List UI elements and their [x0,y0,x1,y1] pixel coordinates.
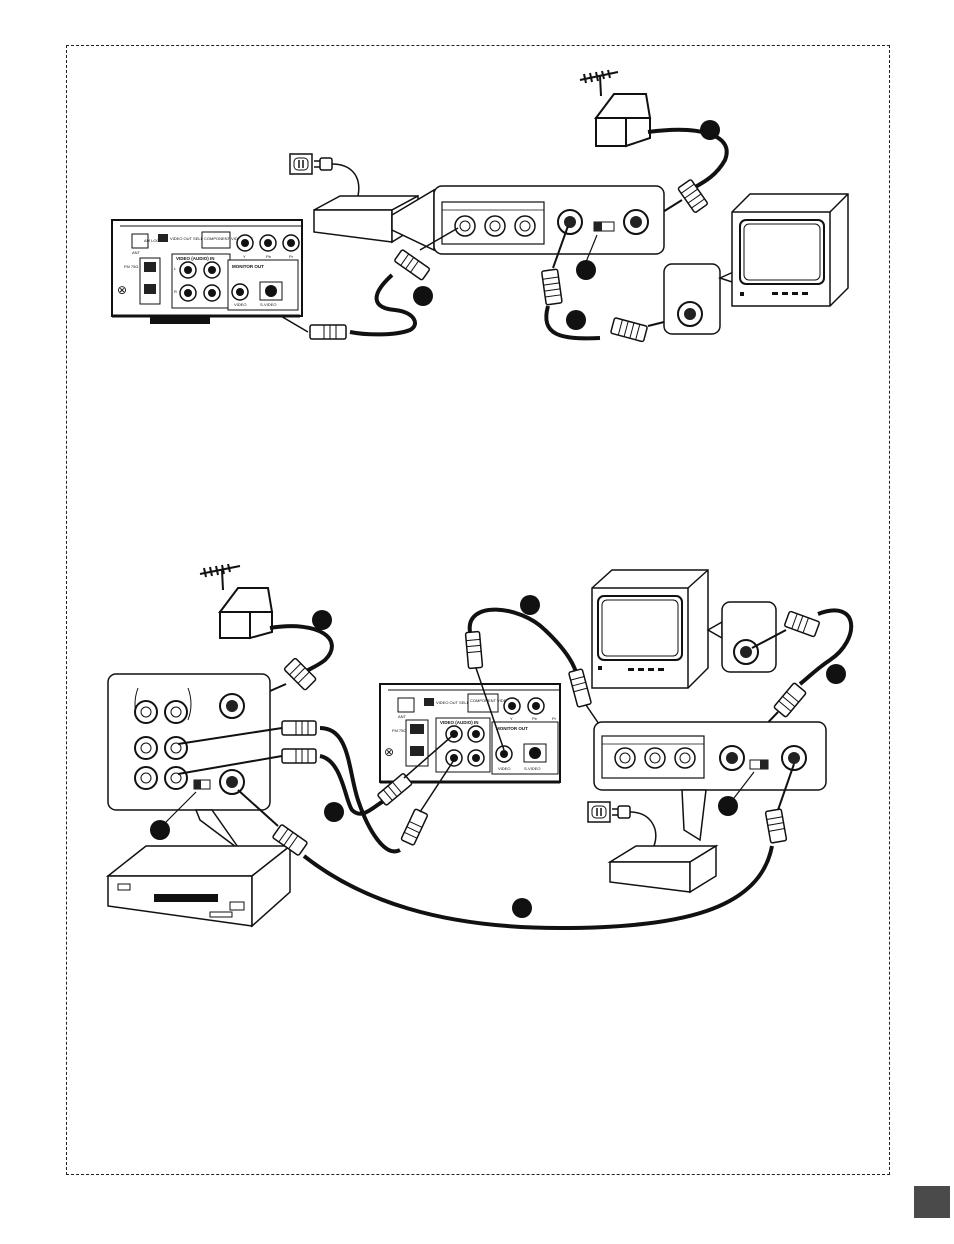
step-marker [150,820,170,840]
cable-box-rear-panel-callout [391,185,665,255]
antenna-icon [199,563,241,591]
page-dashed-border [66,45,890,1175]
tv-icon [591,569,709,689]
tv-antenna-input-callout [706,601,777,673]
step-marker [700,120,720,140]
video-out-select-label: VIDEO OUT SELECT [436,700,475,705]
video-audio-in-label: VIDEO (AUDIO) IN [176,256,215,261]
step-marker [576,260,596,280]
step-marker [312,610,332,630]
ant-label: ANT [398,714,407,719]
pb-label: Pb [266,254,272,259]
figure-top: AM LOOP ANT VIDEO OUT SELECT COMPONENT V… [111,69,849,343]
figure-bottom: ANT VIDEO OUT SELECT COMPONENT VIDEO OUT… [105,563,854,931]
tv-antenna-input-callout [663,263,739,335]
coax-plug-icon [773,682,807,718]
s-video-label: S-VIDEO [524,766,540,771]
antenna-icon [579,69,619,97]
pb-label: Pb [532,716,538,721]
coax-plug-icon [283,657,317,691]
coax-plug-icon [541,268,563,306]
fm-75-label: FM 75Ω [124,264,138,269]
video-audio-in-label: VIDEO (AUDIO) IN [440,720,479,725]
r-label: R [174,289,177,294]
video-label: VIDEO [498,766,510,771]
step-marker [566,310,586,330]
ant-label: ANT [132,250,141,255]
vcr-icon [105,844,293,928]
pr-label: Pr [289,254,294,259]
rca-plug-icon [400,808,429,846]
step-marker [413,286,433,306]
power-outlet-icon [289,153,313,175]
pr-label: Pr [552,716,557,721]
power-outlet-icon [587,801,611,823]
video-out-select-label: VIDEO OUT SELECT [170,236,209,241]
house-icon [218,587,274,640]
tv-icon [731,193,849,307]
power-plug-icon [612,805,631,819]
rca-plug-icon [309,324,347,340]
s-video-label: S-VIDEO [260,302,276,307]
cable-box-rear-panel-callout [593,721,827,842]
rca-plug-icon [464,630,484,670]
monitor-out-label: MONITOR OUT [232,264,264,269]
coax-plug-icon [677,179,708,213]
rca-plug-icon [281,748,317,764]
step-marker [826,664,846,684]
l-label: L [174,266,177,271]
y-label: Y [243,254,246,259]
rca-plug-icon [568,668,592,708]
rca-plug-icon [377,773,413,806]
receiver-rear-panel-top: AM LOOP ANT VIDEO OUT SELECT COMPONENT V… [111,219,303,324]
fm-75-label: FM 75Ω [392,728,406,733]
coax-plug-icon [784,610,820,638]
page-edge-tab [914,1186,950,1218]
rca-plug-icon [281,720,317,736]
svg-text:⊗: ⊗ [384,745,394,759]
am-loop-label: AM LOOP [144,238,163,243]
step-marker [324,802,344,822]
coax-plug-icon [610,317,648,343]
video-label: VIDEO [234,302,246,307]
step-marker [512,898,532,918]
monitor-out-label: MONITOR OUT [496,726,528,731]
power-plug-icon [314,157,333,171]
step-marker [520,595,540,615]
y-label: Y [510,716,513,721]
component-video-out-label: COMPONENT VIDEO OUT [470,698,520,703]
step-marker [718,796,738,816]
coax-plug-icon [272,824,308,856]
component-video-out-label: COMPONENT VIDEO OUT [204,236,254,241]
house-icon [594,93,652,148]
receiver-rear-panel-bottom: ANT VIDEO OUT SELECT COMPONENT VIDEO OUT… [379,683,561,784]
svg-text:⊗: ⊗ [117,283,127,297]
coax-plug-icon [764,808,788,844]
rca-plug-icon [394,249,431,281]
cable-box-icon [607,844,719,894]
